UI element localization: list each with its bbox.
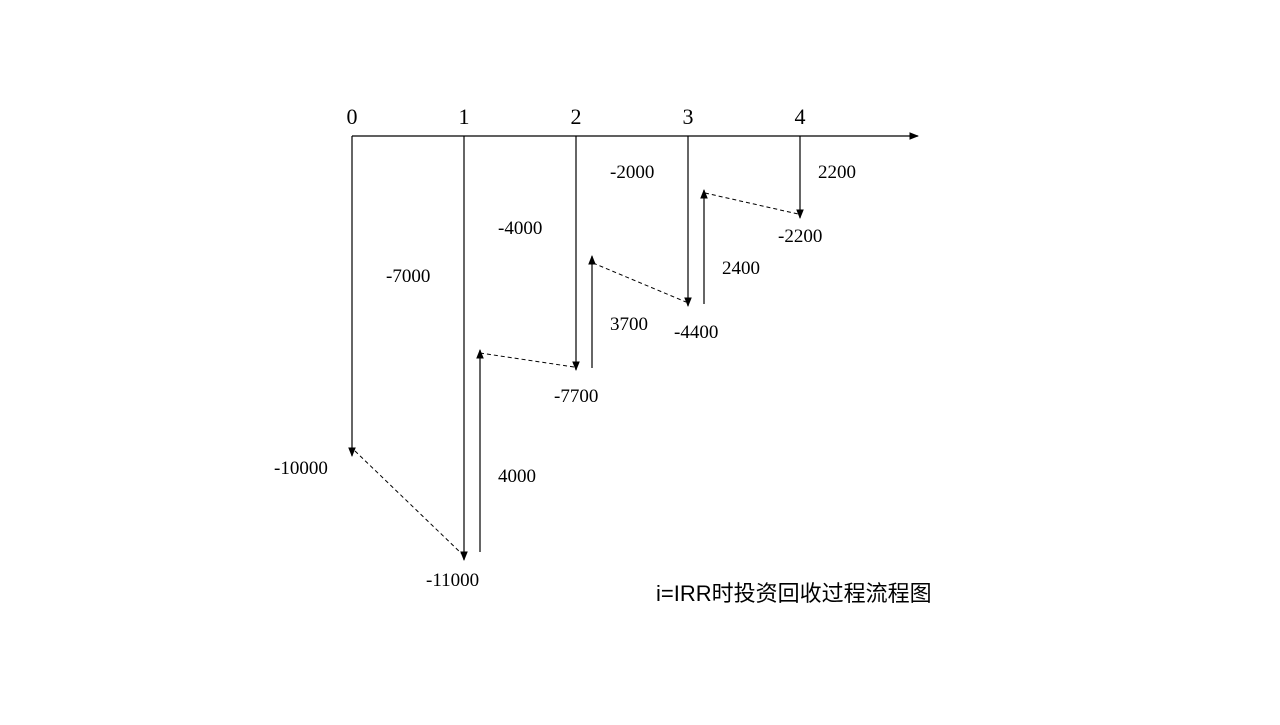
balance-label-p0: -10000 (274, 458, 328, 479)
interest-connector-3 (704, 192, 799, 215)
diagram-caption: i=IRR时投资回收过程流程图 (656, 581, 932, 606)
flow-label-p4-down: 2200 (818, 162, 856, 183)
interest-connector-1 (479, 352, 575, 368)
flow-label-p3-up: 2400 (722, 258, 760, 279)
period-tick-4: 4 (795, 104, 806, 129)
flow-label-p3-down: -2000 (610, 162, 654, 183)
balance-label-p2: -7700 (554, 386, 598, 407)
flow-label-p1-up: 4000 (498, 466, 536, 487)
balance-label-p3: -4400 (674, 322, 718, 343)
period-tick-0: 0 (347, 104, 358, 129)
interest-connector-0 (354, 450, 463, 555)
flow-label-p2-up: 3700 (610, 314, 648, 335)
flow-label-p1-down: -7000 (386, 266, 430, 287)
balance-label-p1: -11000 (426, 570, 479, 591)
period-tick-2: 2 (571, 104, 582, 129)
balance-label-p4: -2200 (778, 226, 822, 247)
period-tick-1: 1 (459, 104, 470, 129)
period-tick-3: 3 (683, 104, 694, 129)
interest-connector-2 (592, 262, 687, 303)
flow-label-p2-down: -4000 (498, 218, 542, 239)
